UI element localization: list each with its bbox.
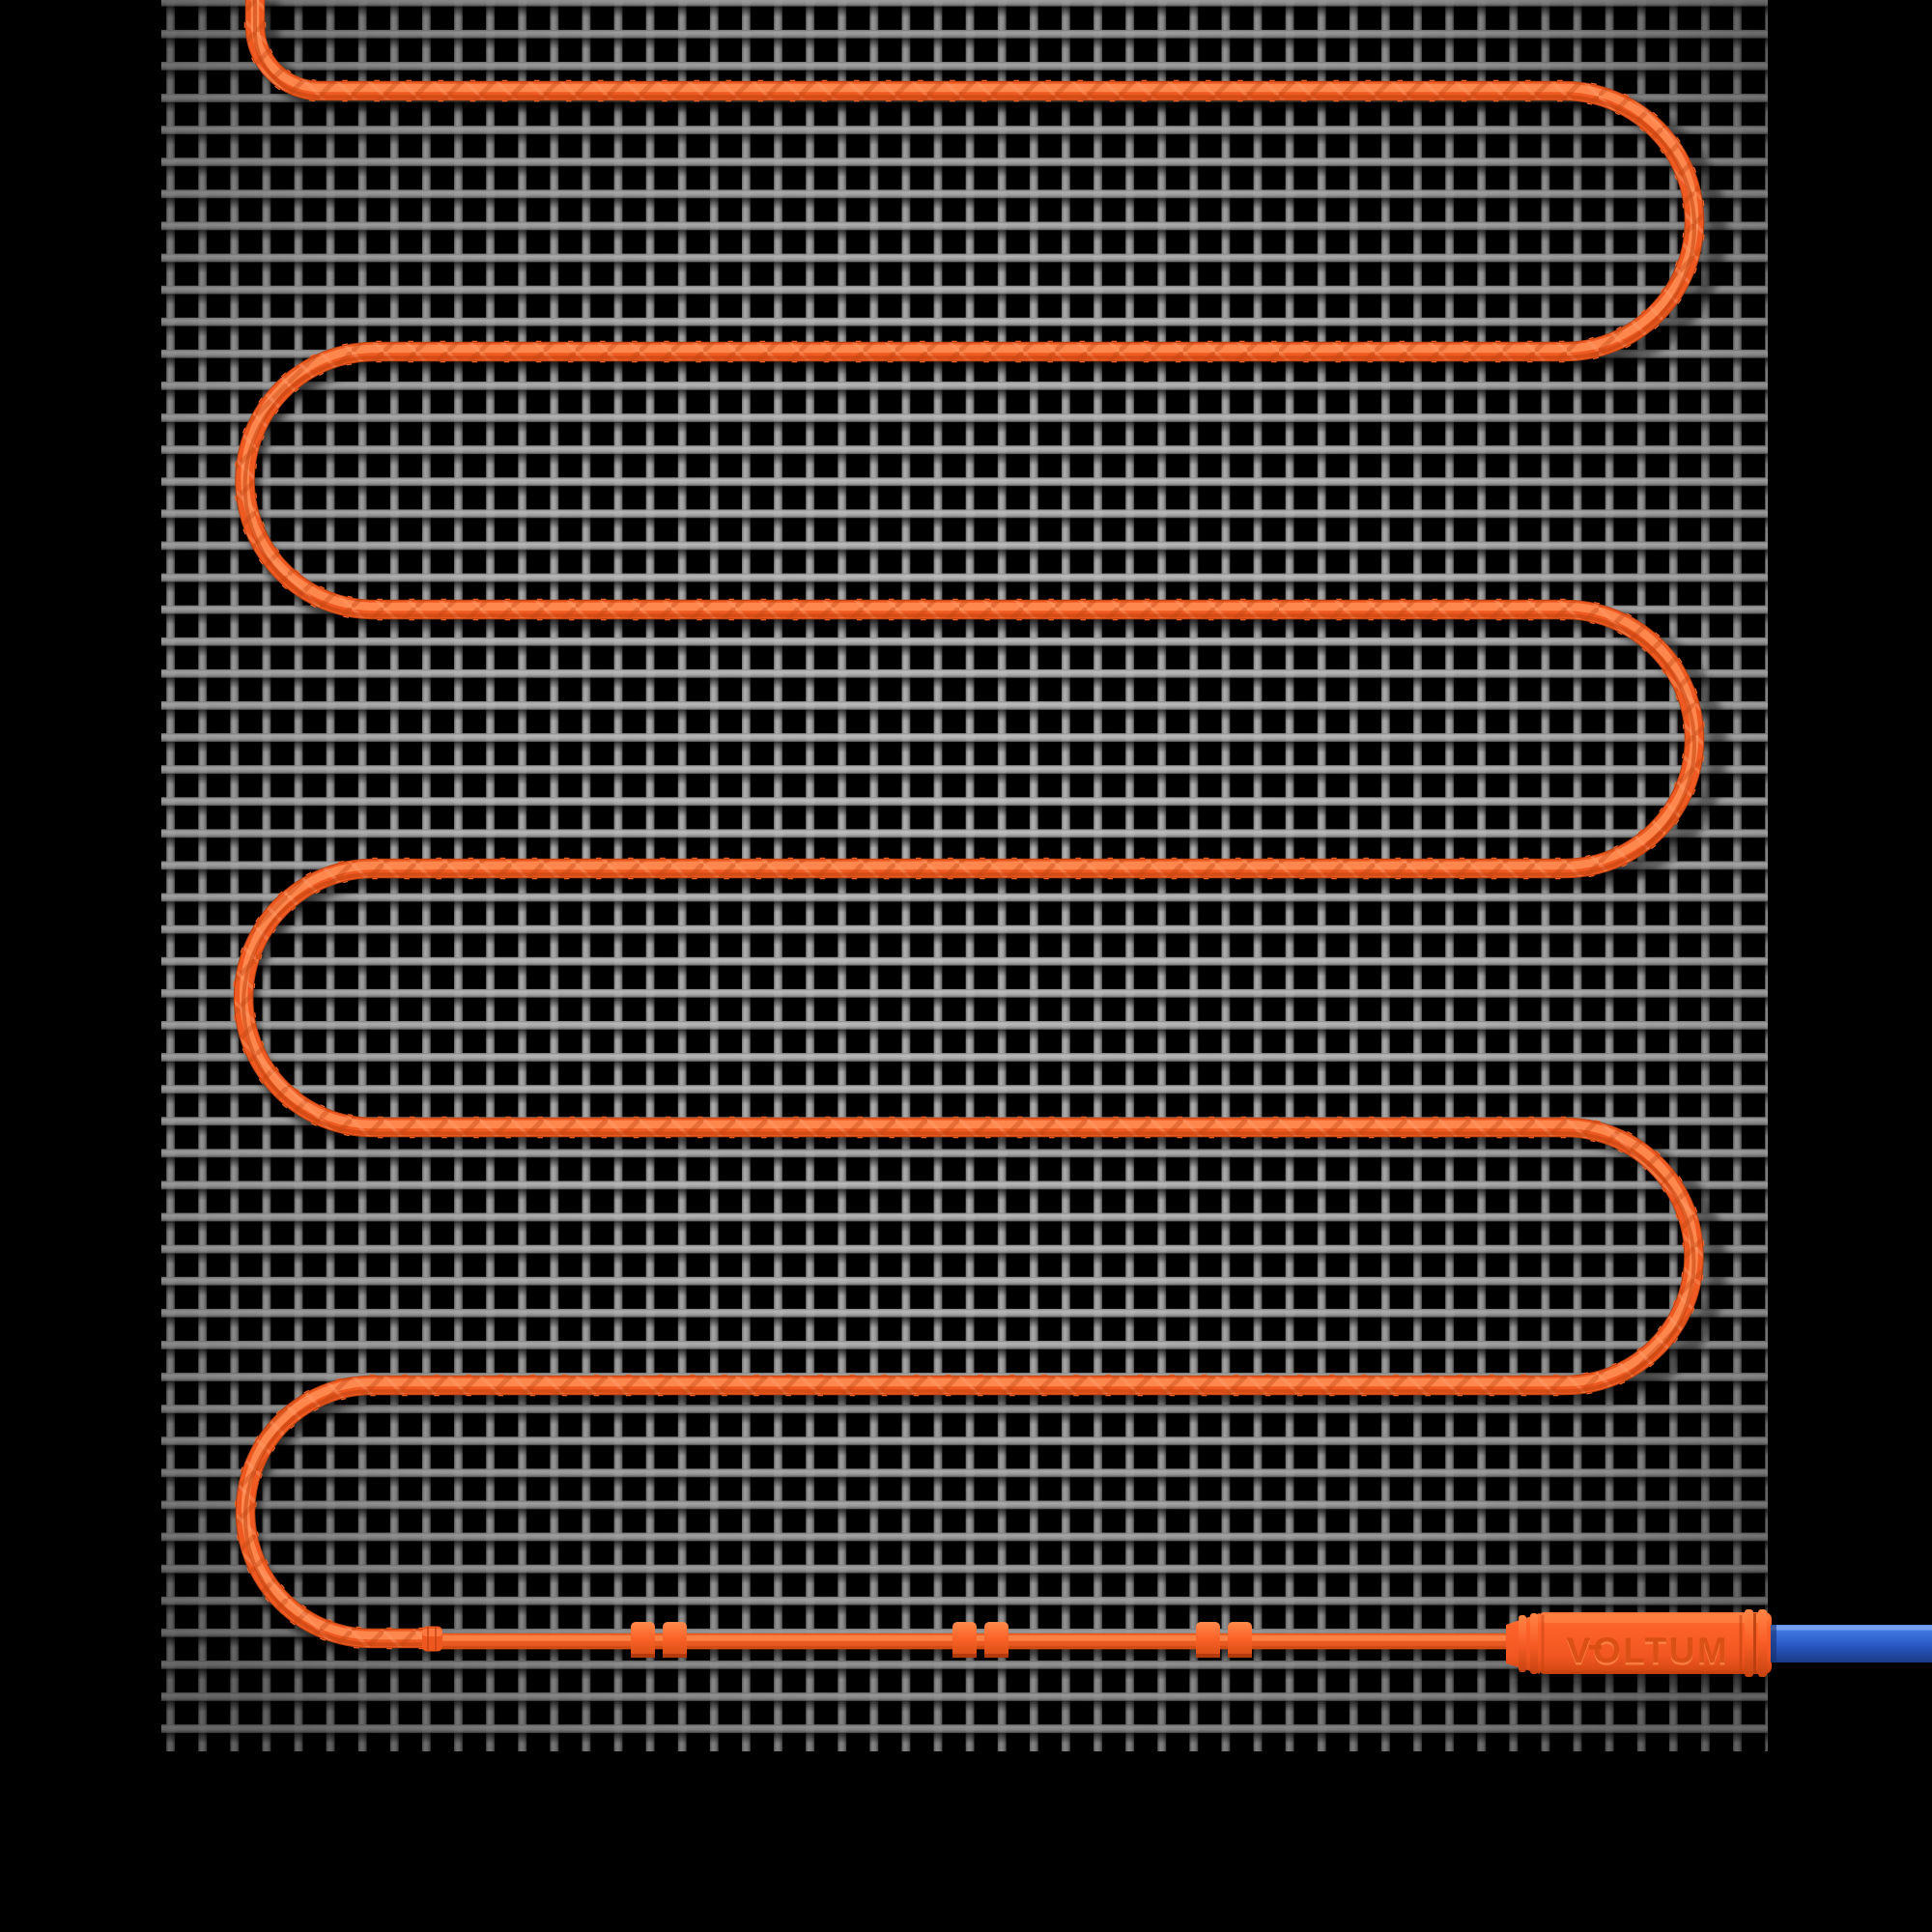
svg-text:VOLTUM: VOLTUM — [1567, 1634, 1729, 1673]
svg-text:VOLTUM: VOLTUM — [1567, 1631, 1729, 1670]
